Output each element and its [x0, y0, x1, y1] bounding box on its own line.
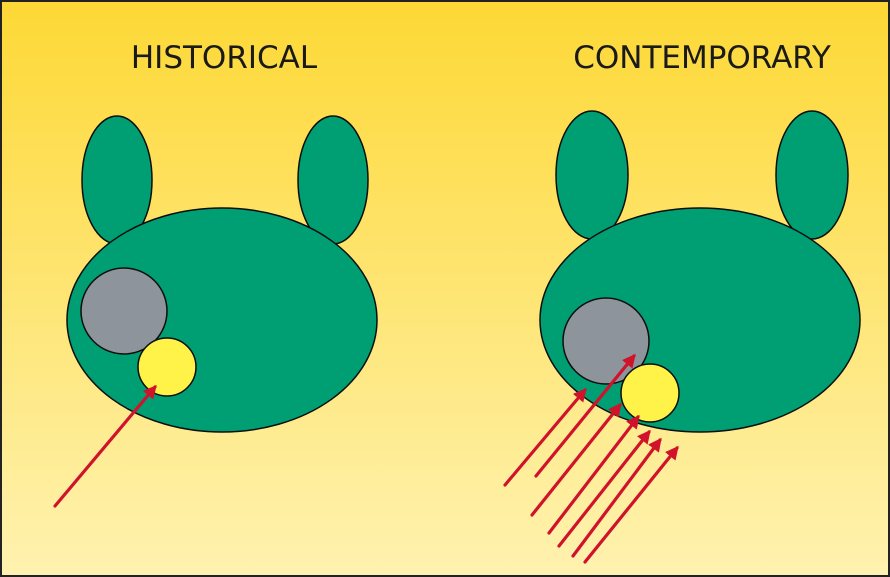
yellow-circle — [138, 338, 196, 396]
yellow-circle — [621, 364, 679, 422]
contemporary-title: CONTEMPORARY — [573, 40, 831, 76]
right-ear — [298, 116, 368, 244]
historical-title: HISTORICAL — [131, 40, 318, 76]
left-ear — [556, 111, 628, 239]
right-ear — [776, 111, 848, 239]
